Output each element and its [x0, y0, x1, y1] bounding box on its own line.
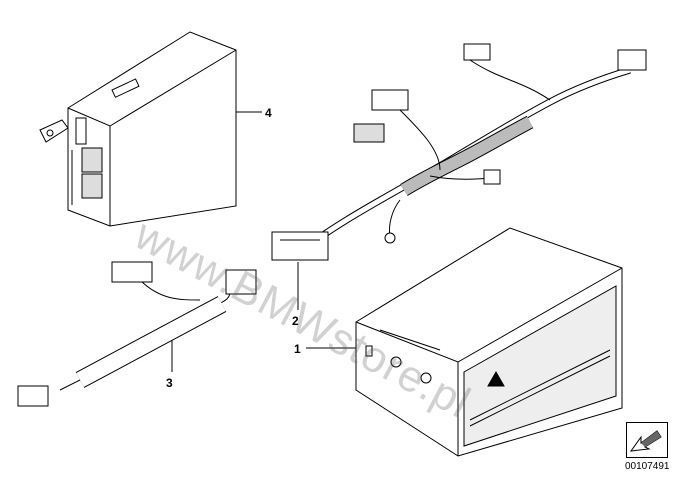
cable-part-3 [17, 261, 257, 407]
navigation-box[interactable] [626, 422, 668, 458]
wiring-harness-part-2 [271, 43, 647, 261]
callout-4: 4 [265, 106, 272, 120]
control-module-part-4 [39, 31, 237, 227]
drive-unit-part-1 [355, 227, 623, 457]
callout-2: 2 [292, 314, 299, 328]
callout-3: 3 [166, 376, 173, 390]
arrow-icon [629, 430, 662, 452]
document-number: 00107491 [625, 461, 670, 472]
callout-1: 1 [294, 342, 301, 356]
